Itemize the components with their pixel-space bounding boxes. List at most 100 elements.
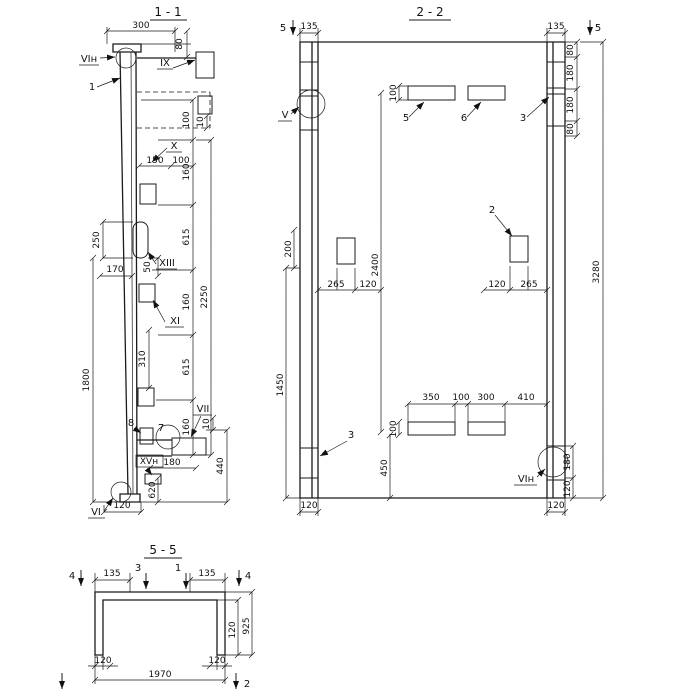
dim-label: 100 [452,393,469,403]
dim-label: 180 [563,453,573,470]
dim-label: 1970 [149,670,172,680]
leader-line [99,54,116,61]
detail-callout-circle [115,47,137,69]
dimension-lines [282,28,607,516]
cut-label: 4 [245,571,251,582]
cut-label: 1 [175,563,181,574]
dim-label: 450 [380,459,390,476]
part-number: 2 [489,205,495,216]
detail-label: VI [91,507,101,518]
dim-label: 160 [182,163,192,180]
dim-label: 10 [202,418,212,430]
leader-line [526,96,550,118]
leader-line [408,101,425,118]
dim-label: 410 [517,393,534,403]
dim-label: 135 [103,569,120,579]
cut-label: 3 [135,563,141,574]
dim-label: 150 [146,156,163,166]
leader-line [536,468,546,478]
leader-line [152,299,166,323]
leader-line [144,466,153,476]
leader-line [172,59,196,69]
leader-line [290,106,300,115]
detail-label: V [282,110,289,121]
part-number: 7 [158,423,164,434]
detail-label: VIн [81,54,97,65]
detail-callout-circle [155,424,181,450]
dim-label: 180 [566,96,576,113]
leader-line [147,251,157,265]
dim-label: 135 [547,22,564,32]
dimension-lines [88,573,256,684]
section-title: 1 - 1 [154,5,181,19]
dim-label: 135 [300,22,317,32]
dim-label: 1800 [82,368,92,391]
dim-label: 615 [182,358,192,375]
dim-label: 350 [422,393,439,403]
section-title: 2 - 2 [416,5,443,19]
dim-label: 440 [216,457,226,474]
detail-label: VII [197,404,210,415]
section-title: 5 - 5 [149,543,176,557]
column-midline [130,51,134,495]
section-2-2: 2 - 2 5 135 135 5 80 180 180 80 3280 [276,5,607,516]
cut-label: 5 [595,23,601,34]
detail-label: XI [170,316,180,327]
detail-label: IX [160,58,170,69]
dim-label: 615 [182,228,192,245]
label-underlines [278,120,537,486]
dim-label: 100 [389,84,399,101]
dim-label: 160 [182,418,192,435]
dim-label: 120 [113,501,130,511]
detail-label: X [171,141,178,152]
dim-label: 265 [327,280,344,290]
leader-line [494,214,513,237]
dim-label: 620 [148,481,158,498]
cut-label: 4 [69,571,75,582]
slot-opening [132,221,149,259]
panel-outline [299,41,566,499]
leader-line [132,425,142,434]
leader-line [190,415,202,438]
cut-label: 5 [280,23,286,34]
leader-line [319,440,348,457]
section-5-5: 5 - 5 4 135 3 1 135 4 120 925 120 120 19… [59,543,256,690]
dim-label: 250 [92,231,102,248]
dim-label: 300 [132,21,149,31]
dim-label: 925 [242,617,252,634]
part-number: 1 [89,82,95,93]
dim-label: 120 [563,480,573,497]
detail-callout-circle [296,89,326,119]
part-number: 6 [461,113,467,124]
leader-line [466,101,482,118]
channel-outline [94,591,226,656]
leader-line [96,77,121,88]
dim-label: 310 [138,350,148,367]
dim-label: 2250 [200,285,210,308]
embedded-plates [299,61,566,481]
detail-callout-circle [110,481,132,503]
dim-label: 300 [477,393,494,403]
dim-label: 80 [175,38,185,50]
dim-label: 50 [143,261,153,273]
dim-label: 170 [106,265,123,275]
dim-label: 10 [196,116,206,128]
dim-label: 120 [547,501,564,511]
dim-label: 135 [198,569,215,579]
cut-label: 2 [244,679,250,690]
dim-label: 2400 [371,253,381,276]
part-number: 8 [128,418,134,429]
leader-line [103,497,114,512]
section-1-1: 1 - 1 300 80 VIн IX 1 15 [79,5,231,519]
dim-label: 120 [94,656,111,666]
detail-label: XIII [159,258,175,269]
dim-label: 100 [182,111,192,128]
dim-label: 120 [208,656,225,666]
dim-label: 120 [488,280,505,290]
leader-line [151,147,168,163]
dim-label: 80 [566,44,576,56]
dim-label: 100 [389,420,399,437]
dim-label: 265 [520,280,537,290]
